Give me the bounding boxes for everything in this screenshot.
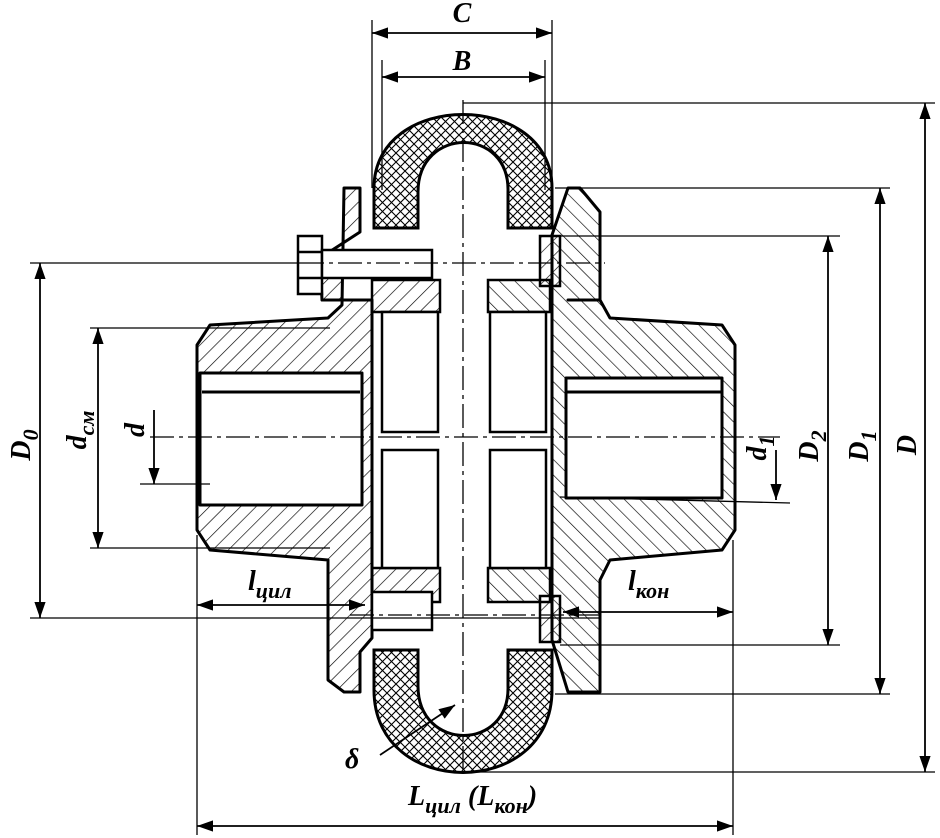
label-D2: D2: [794, 430, 831, 462]
center-lines: [150, 100, 780, 775]
label-D1: D1: [844, 430, 881, 462]
label-d: d: [120, 422, 151, 437]
svg-text:D1: D1: [844, 430, 881, 462]
svg-text:D0: D0: [6, 429, 43, 461]
label-D0: D0: [6, 429, 43, 461]
label-lkon: lкон: [628, 566, 669, 603]
label-dcm: dсм: [62, 411, 99, 450]
label-C: C: [453, 0, 472, 29]
bolts: [296, 234, 562, 644]
label-delta: δ: [345, 744, 359, 775]
right-half-coupling: [550, 186, 737, 694]
dim-delta: [379, 704, 456, 756]
label-D: D: [892, 435, 923, 456]
label-d1: d1: [742, 436, 779, 461]
labels: C B D0 dсм d d1 D2 D1 D lцил lкон δ Lцил…: [6, 0, 923, 818]
svg-text:d1: d1: [742, 436, 779, 461]
label-lcyl: lцил: [248, 566, 292, 603]
dimension-lines: [34, 27, 931, 832]
label-B: B: [452, 46, 472, 77]
svg-text:dсм: dсм: [62, 411, 99, 450]
inner-pressure-rings: [370, 278, 552, 604]
svg-text:D2: D2: [794, 430, 831, 462]
svg-text:D: D: [892, 435, 923, 456]
extension-lines: [30, 20, 935, 835]
svg-text:d: d: [120, 422, 151, 437]
label-L: Lцил (Lкон): [407, 781, 537, 818]
